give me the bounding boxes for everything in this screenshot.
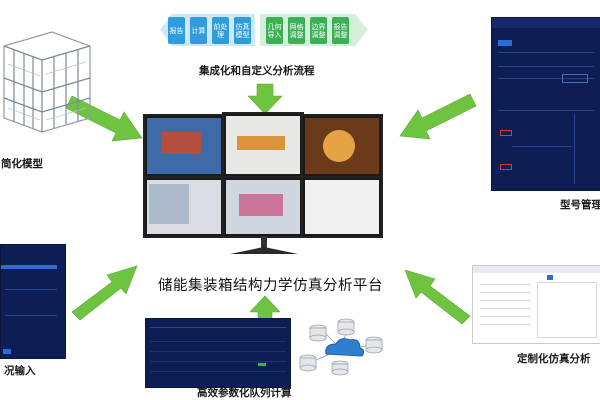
monitor — [301, 176, 383, 238]
platform-title: 储能集装箱结构力学仿真分析平台 — [158, 278, 383, 294]
panel-row — [498, 110, 594, 111]
arrow-down-top — [247, 83, 283, 115]
panel-row — [150, 371, 286, 372]
flow-title: 集成化和自定义分析流程 — [199, 65, 315, 77]
status-tag — [258, 363, 266, 366]
custom-simulation-label: 定制化仿真分析 — [517, 353, 591, 365]
flow-step-preprocess: 前处理 — [212, 17, 229, 44]
panel-row — [498, 66, 594, 67]
panel-header-bar — [492, 18, 600, 28]
flow-step-report-adjust: 报告调整 — [332, 17, 349, 44]
panel-row — [5, 289, 57, 290]
flow-step-compute: 计算 — [190, 17, 207, 44]
model-management-label: 型号管理 — [560, 199, 600, 211]
panel-row — [150, 327, 286, 328]
panel-row — [498, 78, 594, 79]
arrow-upper-right — [399, 93, 477, 140]
panel-row — [498, 52, 594, 53]
screen-content — [149, 130, 355, 224]
panel-row — [150, 341, 286, 342]
batch-compute-panel — [145, 318, 291, 388]
condition-input-panel — [0, 244, 66, 359]
condition-input-label: 况输入 — [4, 365, 36, 377]
panel-divider — [574, 114, 575, 184]
panel-row — [481, 308, 531, 309]
arrow-upper-left — [65, 95, 143, 142]
panel-highlight — [500, 164, 512, 170]
flow-step-geom-import: 几何导入 — [266, 17, 283, 44]
flow-step-report: 报告 — [168, 17, 185, 44]
panel-row — [481, 316, 531, 317]
panel-row — [481, 300, 531, 301]
cloud-database-icon — [299, 318, 383, 376]
panel-tab — [498, 40, 512, 46]
panel-row — [481, 284, 531, 285]
panel-row — [150, 361, 286, 362]
simplified-model-label: 简化模型 — [1, 158, 43, 170]
monitor-wall — [143, 110, 383, 238]
panel-row — [512, 146, 572, 147]
panel-row — [481, 324, 531, 325]
panel-row — [5, 315, 57, 316]
panel-header-bar — [473, 266, 600, 273]
arrow-lower-right — [404, 269, 471, 325]
panel-button — [3, 349, 11, 354]
flow-step-sim-model: 仿真模型 — [234, 17, 251, 44]
custom-simulation-panel — [472, 265, 600, 344]
panel-icon — [547, 275, 553, 280]
panel-row — [481, 292, 531, 293]
panel-select — [562, 74, 588, 83]
flow-step-mesh-adjust: 网格调整 — [288, 17, 305, 44]
cloud-shape — [325, 338, 365, 357]
arrow-lower-left — [71, 265, 138, 321]
monitor — [301, 114, 383, 178]
panel-chart-area — [537, 282, 597, 338]
flow-step-boundary-adjust: 边界调整 — [310, 17, 327, 44]
panel-row — [150, 351, 286, 352]
container-frame-model — [3, 31, 91, 133]
model-management-panel — [491, 17, 600, 191]
monitor-stand-base — [230, 236, 298, 254]
flow-process: 报告 计算 前处理 仿真模型 几何导入 网格调整 边界调整 报告调整 — [160, 10, 375, 50]
panel-highlight — [500, 130, 512, 136]
batch-compute-label: 高效参数化队列计算 — [197, 387, 292, 399]
panel-field — [1, 265, 57, 269]
